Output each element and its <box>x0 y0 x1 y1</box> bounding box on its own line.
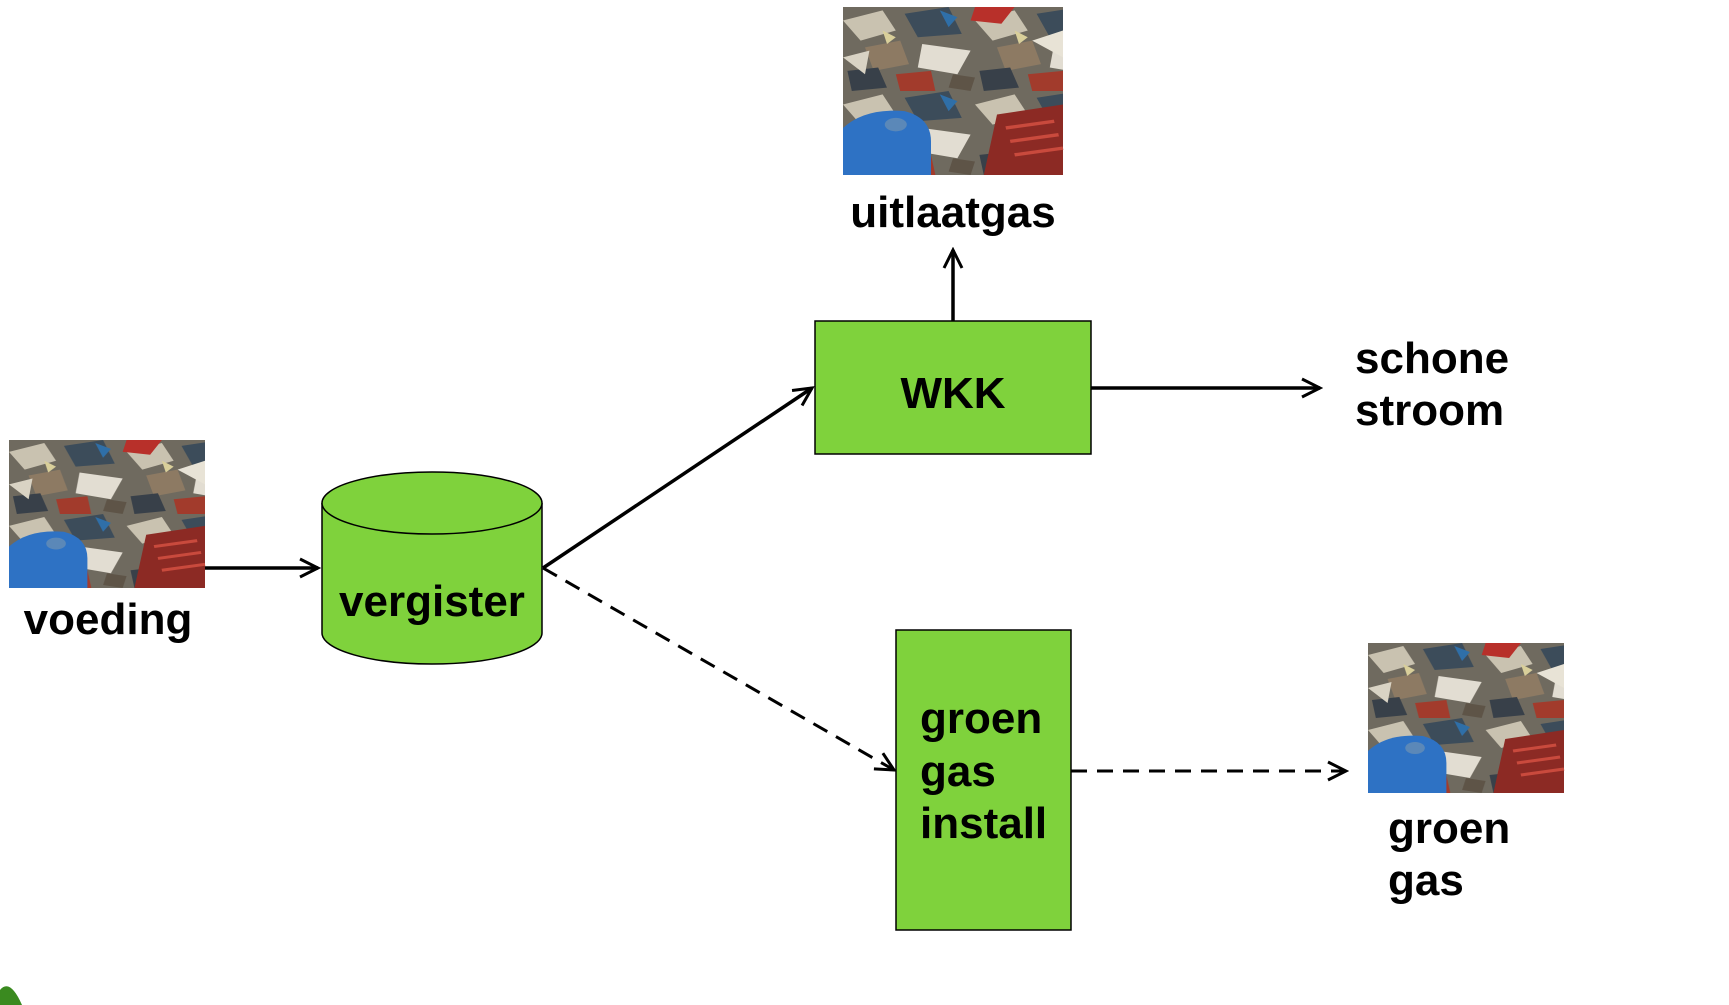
groen-gas-label-line-1: groen <box>1388 804 1510 853</box>
vergister-to-wkk-arrow <box>542 388 812 570</box>
vergister-to-groengas-dashed-arrow <box>542 566 894 770</box>
groen-gas-install-line-3: install <box>920 799 1047 848</box>
groen-gas-install-node: groen gas install <box>895 629 1072 931</box>
groen-gas-label-line-2: gas <box>1388 856 1464 905</box>
uitlaatgas-label: uitlaatgas <box>850 188 1055 237</box>
schone-stroom-line-2: stroom <box>1355 386 1504 435</box>
vergister-node: vergister <box>321 471 543 665</box>
groen-gas-install-line-2: gas <box>920 747 996 796</box>
schone-stroom-line-1: schone <box>1355 334 1509 383</box>
wkk-node: WKK <box>814 320 1092 455</box>
groen-gas-photo <box>1366 641 1566 795</box>
voeding-label: voeding <box>24 595 193 644</box>
corner-accent <box>0 986 22 1005</box>
vergister-label: vergister <box>339 577 525 626</box>
voeding-photo <box>7 438 207 590</box>
groen-gas-install-line-1: groen <box>920 694 1042 743</box>
uitlaatgas-photo <box>843 7 1063 175</box>
wkk-label: WKK <box>900 369 1005 418</box>
